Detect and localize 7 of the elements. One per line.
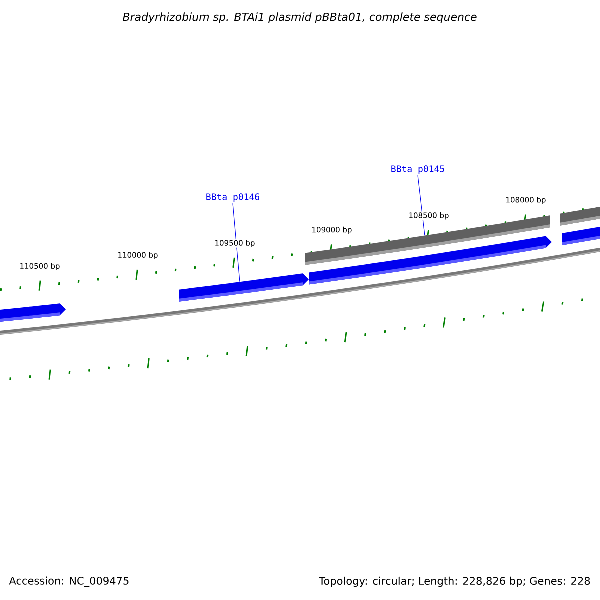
summary-text: Topology: circular; Length: 228,826 bp; Genes: 228	[319, 576, 590, 588]
gene-arrow	[179, 274, 309, 302]
gene-label: BBta_p0145	[392, 166, 444, 174]
title: Bradyrhizobium sp. BTAi1 plasmid pBBta01, complete sequence	[123, 12, 477, 24]
gene-label: BBta_p0146	[206, 194, 260, 202]
leader-line	[232, 203, 240, 282]
accession-text: Accession: NC_009475	[9, 576, 129, 588]
